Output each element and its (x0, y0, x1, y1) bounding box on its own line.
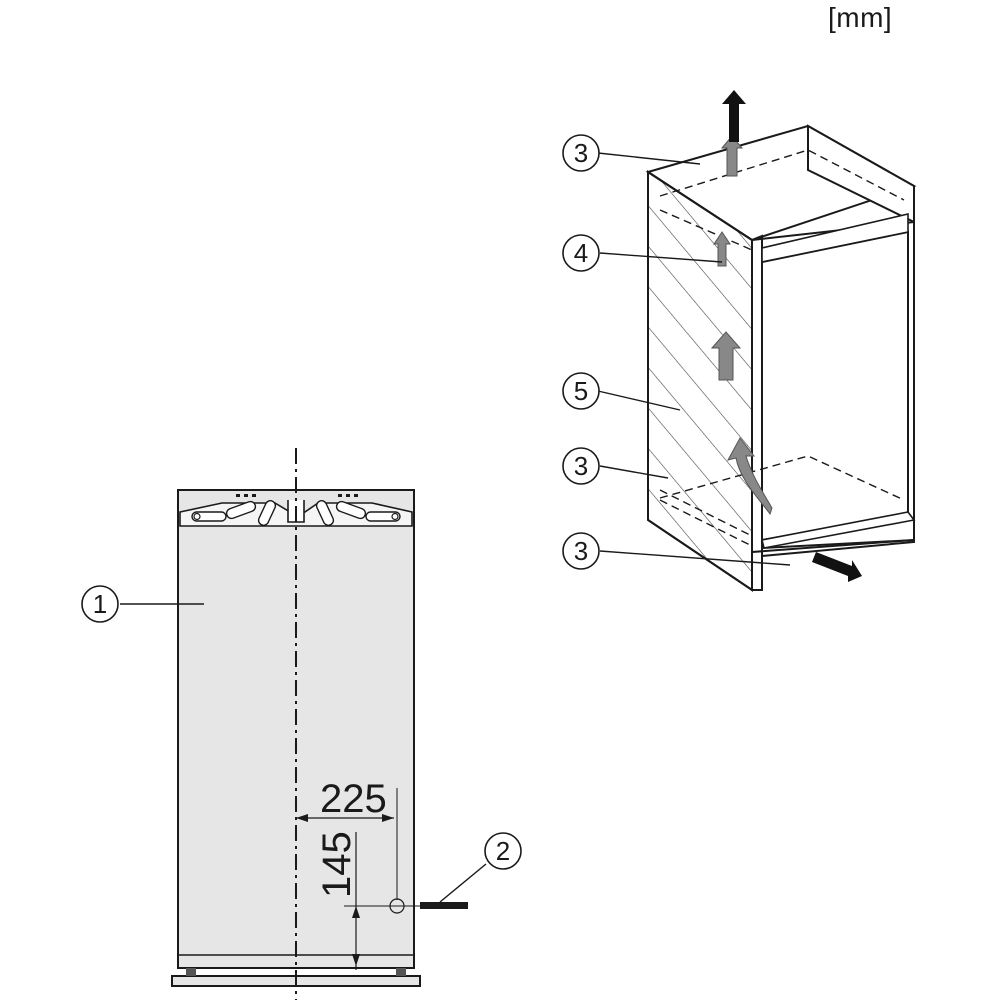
callout-3-middle: 3 (562, 447, 600, 485)
callout-5: 5 (562, 372, 600, 410)
callout-3-middle-label: 3 (574, 451, 588, 481)
connection-point (389, 898, 405, 914)
callout-5-label: 5 (574, 376, 588, 406)
dimension-225: 225 (296, 777, 398, 900)
callout-1-label: 1 (93, 589, 107, 619)
airflow-direction-arrows (722, 90, 862, 582)
callout-3-top-label: 3 (574, 138, 588, 168)
callout-1: 1 (81, 585, 119, 623)
callout-3-bottom-label: 3 (574, 536, 588, 566)
units-label: [mm] (828, 2, 893, 33)
cabinet-ventilation-view (597, 90, 917, 592)
callout-2-label: 2 (496, 836, 510, 866)
callout-3-bottom: 3 (562, 532, 600, 570)
power-cable (420, 902, 468, 909)
callout-2: 2 (484, 832, 522, 870)
dimension-225-label: 225 (320, 777, 387, 821)
callout-4-label: 4 (574, 238, 588, 268)
appliance-back-view: 225 145 (120, 448, 487, 1000)
callout-3-top: 3 (562, 134, 600, 172)
callout-4: 4 (562, 234, 600, 272)
airflow-arrows (710, 135, 773, 516)
dimension-145-label: 145 (315, 831, 359, 898)
dimension-145: 145 (315, 831, 420, 970)
